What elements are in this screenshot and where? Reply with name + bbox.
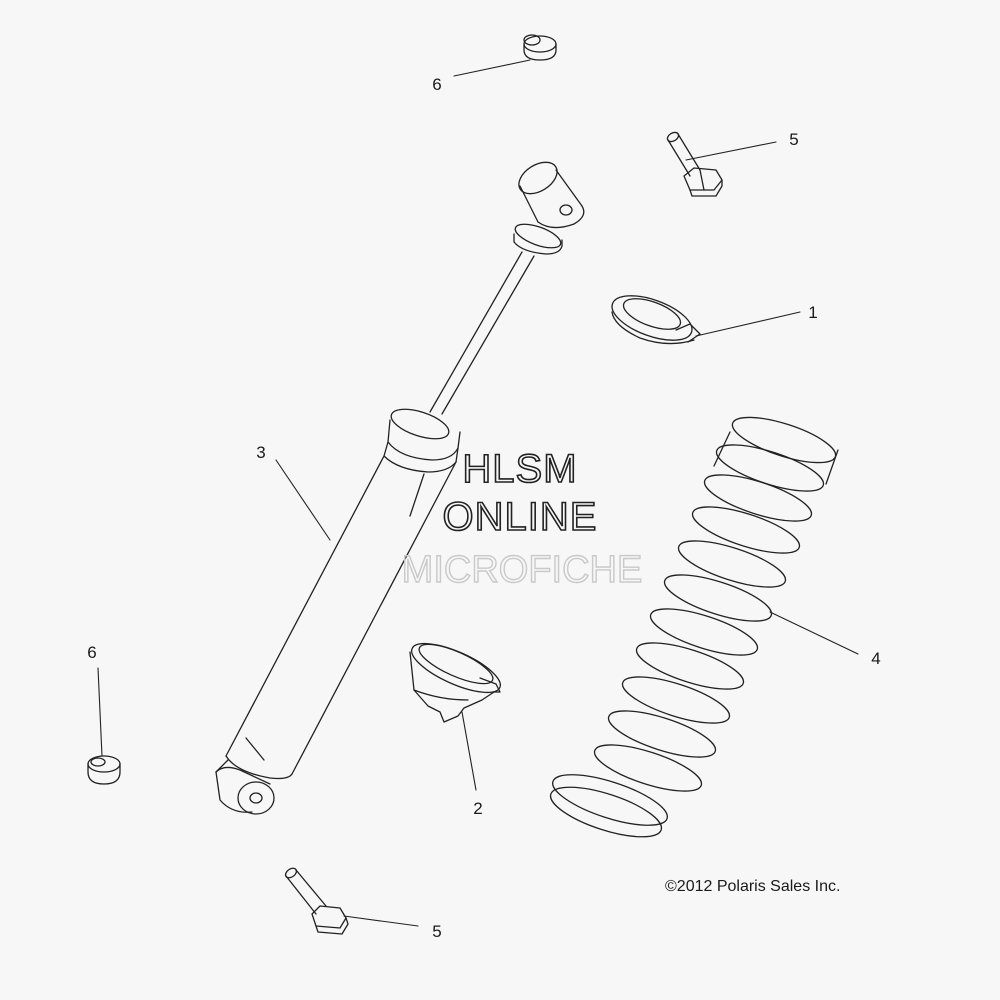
callout-2: 2: [473, 799, 482, 818]
callout-5-top: 5: [789, 130, 798, 149]
watermark-line-3: MICROFICHE: [402, 549, 643, 591]
callout-5-bottom: 5: [432, 922, 441, 941]
callout-1: 1: [808, 303, 817, 322]
callout-6-top: 6: [432, 75, 441, 94]
callout-6-left: 6: [87, 643, 96, 662]
flange-nut-left: [87, 755, 121, 785]
watermark-line-1: HLSM: [462, 447, 577, 491]
callout-3: 3: [256, 443, 265, 462]
callout-labels: 6 5 1 3 4 6 2 5: [87, 75, 880, 941]
shock-absorber: [215, 161, 585, 815]
spring-retainer-upper: [611, 295, 701, 345]
leader-lines: [97, 59, 859, 927]
coil-spring: [549, 416, 839, 838]
callout-4: 4: [871, 649, 880, 668]
spring-retainer-lower: [409, 642, 501, 723]
flange-nut-top: [523, 34, 557, 61]
copyright-notice: ©2012 Polaris Sales Inc.: [665, 878, 841, 895]
flange-bolt-bottom: [284, 867, 349, 935]
watermark-line-2: ONLINE: [443, 495, 598, 539]
flange-bolt-top: [666, 131, 723, 197]
watermark: HLSM ONLINE MICROFICHE: [401, 446, 643, 592]
